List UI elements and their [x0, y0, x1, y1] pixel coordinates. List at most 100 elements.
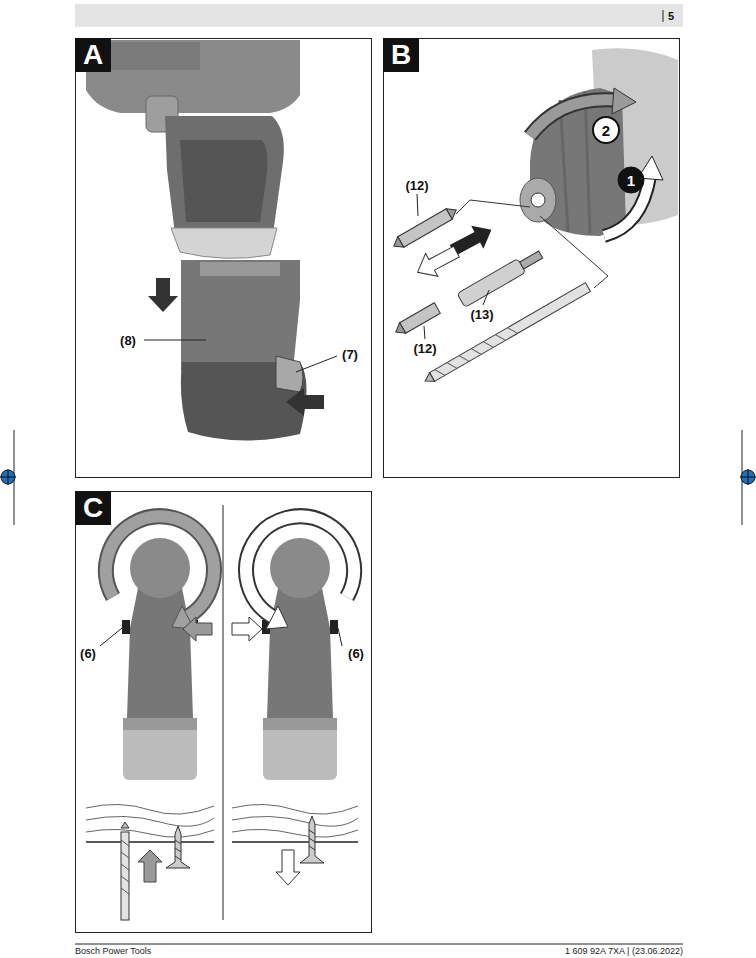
chuck-and-bits-part-part — [393, 323, 406, 337]
footer-text: Bosch Power Tools — [75, 947, 151, 956]
registration-mark-part — [741, 470, 755, 484]
registration-mark-part — [748, 469, 749, 485]
drill-with-battery-part — [180, 140, 267, 222]
direction-switch-views-part-part — [270, 538, 330, 598]
panel-letter-box: B — [383, 38, 419, 72]
leader-line — [144, 340, 206, 341]
leader-line — [424, 326, 425, 339]
chuck-and-bits-part — [423, 283, 591, 386]
panel-letter: A — [83, 41, 103, 69]
chuck-and-bits-part-part — [430, 283, 591, 382]
direction-switch-views-part — [262, 538, 338, 780]
leader-line — [338, 628, 342, 646]
drill-with-battery-part — [181, 260, 300, 370]
drill-with-battery-part — [86, 40, 300, 113]
chuck-and-bits-part — [393, 303, 441, 337]
direction-switch-views-part-part — [122, 620, 130, 634]
direction-switch-views-part-part — [86, 829, 214, 837]
direction-switch-views-part — [276, 850, 300, 885]
callout-number: (12) — [403, 178, 430, 193]
registration-mark — [0, 430, 16, 525]
leader-line — [417, 194, 418, 216]
page-number: 5 — [668, 11, 674, 22]
drill-with-battery-part — [200, 262, 280, 276]
chuck-and-bits-part-part — [457, 259, 526, 308]
leader-line — [483, 290, 489, 305]
direction-switch-views-part — [175, 840, 181, 860]
header-bar — [75, 4, 683, 27]
drill-with-battery-part — [148, 278, 178, 312]
direction-switch-views-part — [223, 505, 224, 920]
direction-switch-views-part — [309, 830, 315, 850]
direction-switch-views-part — [232, 841, 358, 843]
direction-switch-views-part — [86, 841, 214, 843]
direction-switch-views-part — [121, 832, 129, 920]
step-circle — [618, 167, 644, 193]
chuck-and-bits — [391, 48, 678, 385]
step-number: 1 — [627, 173, 635, 188]
direction-switch-views — [86, 505, 358, 920]
callout-number: (13) — [468, 307, 495, 322]
direction-switch-views-part — [121, 840, 129, 894]
chuck-and-bits-part-part — [423, 373, 435, 386]
direction-switch-views-part — [106, 516, 214, 617]
direction-switch-views-part-part — [232, 804, 358, 814]
callout-number: (12) — [411, 341, 438, 356]
registration-mark-part — [8, 469, 9, 485]
direction-switch-views-part-part — [263, 718, 337, 780]
direction-switch-views-part-part — [123, 718, 197, 730]
panel-letter: B — [391, 41, 411, 69]
chuck-and-bits-part — [457, 248, 545, 308]
direction-switch-views-part-part — [232, 829, 358, 837]
drill-with-battery-part — [165, 116, 284, 234]
chuck-and-bits-part — [540, 216, 608, 288]
direction-switch-views-part — [232, 617, 262, 641]
direction-switch-views-part — [166, 826, 190, 868]
direction-switch-views-part-part — [86, 816, 214, 826]
direction-switch-views-part — [106, 516, 214, 617]
callout-number: (8) — [118, 333, 138, 348]
figure-panel: A — [75, 38, 372, 478]
callout-number: (6) — [346, 646, 366, 661]
step-circle — [593, 117, 619, 143]
leader-line — [296, 356, 337, 372]
footer-rule — [75, 944, 683, 945]
chuck-and-bits-part-part — [520, 251, 543, 269]
header-separator — [663, 10, 664, 22]
chuck-and-bits-part — [531, 193, 545, 207]
direction-switch-views-part-part — [86, 804, 214, 814]
direction-switch-views-part — [266, 606, 288, 629]
direction-switch-views-part — [246, 516, 354, 617]
step-number: 2 — [602, 123, 610, 138]
direction-switch-views-part — [300, 816, 324, 863]
chuck-and-bits-part-part — [398, 209, 452, 247]
drill-with-battery — [86, 40, 337, 441]
chuck-and-bits-part — [520, 178, 556, 222]
chuck-and-bits-part-part — [446, 205, 459, 219]
figure-panel: C — [75, 491, 372, 933]
registration-mark-part — [1, 470, 15, 484]
direction-switch-views-part — [246, 516, 354, 617]
direction-switch-views-part-part — [267, 588, 333, 718]
chuck-and-bits-part-part — [411, 240, 462, 284]
direction-switch-views-part — [138, 850, 162, 882]
panel-letter-box: A — [75, 38, 111, 72]
chuck-and-bits-part — [391, 205, 459, 251]
leader-line — [100, 628, 122, 646]
chuck-and-bits-part-part — [391, 237, 404, 251]
figure-panel: B — [383, 38, 680, 478]
panel-letter-box: C — [75, 491, 111, 525]
drill-with-battery-part — [276, 356, 303, 392]
panel-letter: C — [83, 494, 103, 522]
drill-with-battery-part — [171, 228, 277, 258]
direction-switch-views-part-part — [123, 718, 197, 780]
direction-switch-views-part-part — [263, 718, 337, 730]
drill-with-battery-part — [286, 388, 324, 416]
chuck-and-bits-part — [411, 240, 462, 284]
callout-number: (7) — [340, 347, 360, 362]
direction-switch-views-part — [121, 822, 129, 828]
chuck-and-bits-part-part — [435, 325, 518, 379]
registration-mark — [740, 430, 756, 525]
